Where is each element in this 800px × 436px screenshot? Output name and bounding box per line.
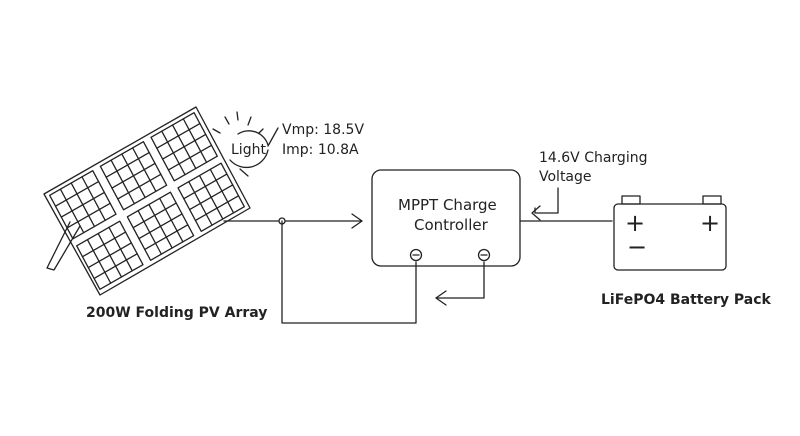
battery-terminal-right <box>702 195 722 205</box>
solar-panel-array <box>43 106 251 296</box>
cell-gridline <box>161 133 207 160</box>
light-ray-5 <box>258 128 264 134</box>
panel-cells <box>49 112 245 290</box>
cell-gridline <box>132 147 157 192</box>
solar-module <box>99 141 168 211</box>
cell-gridline <box>117 173 162 200</box>
cell-gridline <box>209 168 235 214</box>
cell-gridline <box>194 195 240 222</box>
mppt-controller-box <box>371 169 521 267</box>
panel-kickstand <box>46 221 81 271</box>
light-indicator <box>212 111 279 177</box>
light-pointer <box>267 127 279 147</box>
solar-module <box>49 170 117 240</box>
battery-terminal-left <box>621 195 641 205</box>
controller-outline <box>371 169 521 267</box>
light-arc-bottom <box>229 149 269 169</box>
battery-body <box>613 203 727 271</box>
arrow-to-controller <box>351 213 363 229</box>
cell-gridline <box>87 242 133 269</box>
charging-pointer <box>534 187 559 214</box>
light-label: Light <box>231 142 266 158</box>
wiring <box>223 187 613 324</box>
light-ray-2 <box>236 111 239 121</box>
battery-plus-right: + <box>700 209 721 237</box>
imp-value: Imp: 10.8A <box>282 142 359 158</box>
vmp-value: Vmp: 18.5V <box>282 122 365 138</box>
solar-label: 200W Folding PV Array <box>86 305 268 321</box>
light-arc-top <box>237 130 269 146</box>
charging-label-line1: 14.6V Charging <box>539 150 648 166</box>
charging-label-line2: Voltage <box>539 169 592 185</box>
cell-gridline <box>111 162 156 189</box>
solar-module <box>150 112 218 182</box>
wire-return <box>435 261 485 299</box>
cell-gridline <box>144 224 189 251</box>
cell-gridline <box>188 184 234 211</box>
cell-gridline <box>167 144 213 171</box>
panel-frame <box>43 106 251 296</box>
controller-label-line1: MPPT Charge <box>398 196 497 214</box>
cell-gridline <box>159 197 184 243</box>
wire-pv-negative <box>281 220 417 324</box>
cell-gridline <box>138 213 183 240</box>
solar-module <box>177 162 245 232</box>
light-leader <box>239 168 249 177</box>
solar-module <box>126 191 195 261</box>
cell-gridline <box>60 191 106 218</box>
cell-gridline <box>66 202 111 229</box>
cell-gridline <box>182 118 208 163</box>
cell-gridline <box>108 226 133 272</box>
battery-pack <box>613 195 727 271</box>
battery-minus: − <box>627 233 648 261</box>
arrow-charging <box>531 205 541 221</box>
arrow-return <box>435 290 447 306</box>
battery-plus-left: + <box>625 209 646 237</box>
cell-gridline <box>93 253 138 280</box>
light-ray-1 <box>224 116 230 125</box>
controller-label-line2: Controller <box>414 216 488 234</box>
light-ray-4 <box>212 128 221 134</box>
battery-label: LiFePO4 Battery Pack <box>601 292 771 308</box>
solar-module <box>76 220 144 290</box>
light-ray-3 <box>247 116 252 126</box>
cell-gridline <box>81 176 106 221</box>
